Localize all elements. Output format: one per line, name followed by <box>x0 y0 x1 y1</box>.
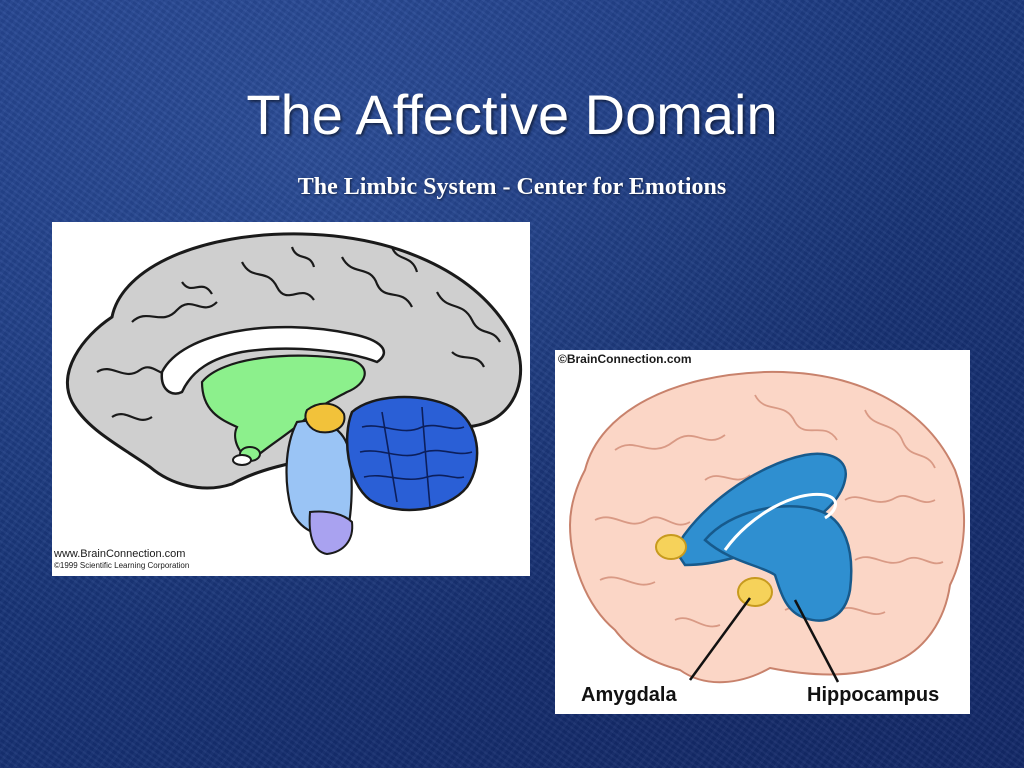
brain-gyri <box>594 394 944 628</box>
amygdala-leader-line <box>688 597 752 681</box>
credit-website: www.BrainConnection.com <box>54 548 186 560</box>
cerebellum-folia <box>359 406 473 508</box>
amygdala-upper <box>655 534 687 560</box>
brainconnection-credit-right: ©BrainConnection.com <box>558 352 692 366</box>
hippocampus-leader-line <box>793 599 840 683</box>
pons <box>304 402 346 434</box>
hippocampus <box>703 505 853 622</box>
amygdala-lower <box>737 577 773 607</box>
corpus-callosum <box>160 325 386 395</box>
cerebellum <box>345 395 479 512</box>
slide-title: The Affective Domain <box>246 83 778 146</box>
credit-copyright: ©1999 Scientific Learning Corporation <box>54 561 190 570</box>
olfactory-bulb <box>232 454 252 466</box>
label-amygdala: Amygdala <box>581 684 677 706</box>
limbic-structures-illustration <box>568 370 966 684</box>
slide-subtitle: The Limbic System - Center for Emotions <box>297 174 727 200</box>
brainconnection-credit: www.BrainConnection.com ©1999 Scientific… <box>54 548 189 572</box>
label-hippocampus: Hippocampus <box>807 684 940 706</box>
fornix-arch <box>723 492 837 551</box>
brain-sagittal-figure: www.BrainConnection.com ©1999 Scientific… <box>52 222 530 576</box>
limbic-structures-figure: ©BrainConnection.com Amygdala Hippocampu… <box>555 350 970 714</box>
medulla <box>308 510 354 556</box>
brain-sagittal-illustration <box>66 232 522 556</box>
